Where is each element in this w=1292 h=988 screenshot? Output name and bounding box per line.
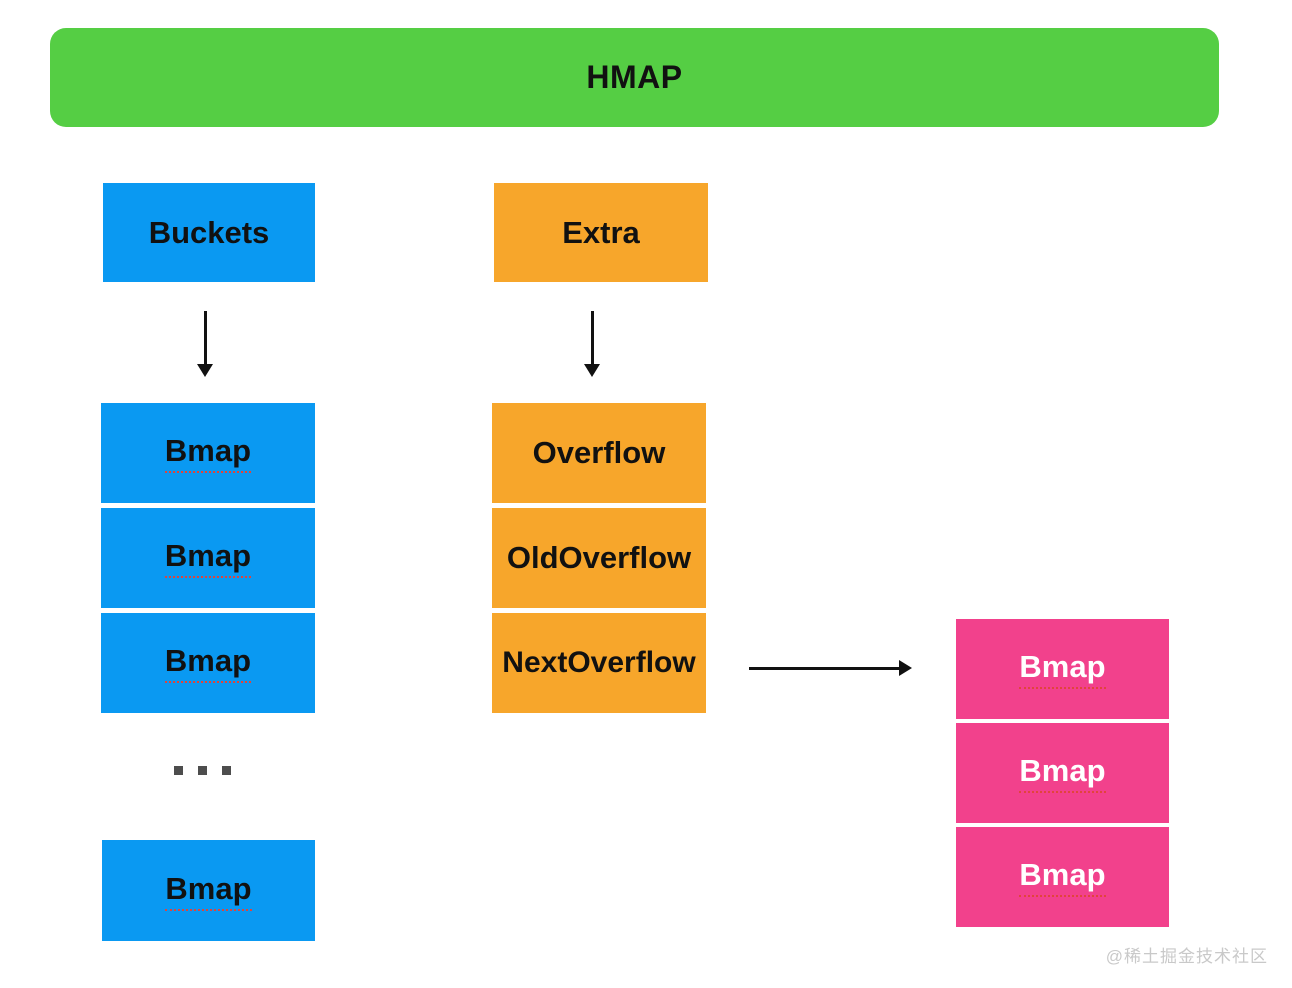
buckets-bmap-tail-cell: Bmap — [102, 840, 315, 941]
overflow-bmap-cell: Bmap — [956, 827, 1169, 927]
next-overflow-arrow-head-icon — [899, 660, 912, 676]
hmap-header-box: HMAP — [50, 28, 1219, 127]
next-overflow-cell: NextOverflow — [492, 613, 706, 713]
buckets-label: Buckets — [148, 214, 270, 250]
buckets-arrow-line — [204, 311, 207, 366]
buckets-bmap-cell: Bmap — [101, 508, 315, 608]
ellipsis-dot — [174, 766, 183, 775]
bmap-label: Bmap — [165, 871, 252, 911]
ellipsis-dot — [222, 766, 231, 775]
bmap-label: Bmap — [164, 433, 252, 473]
extra-arrow-line — [591, 311, 594, 366]
extra-label: Extra — [562, 214, 640, 250]
bmap-label: Bmap — [1019, 753, 1106, 793]
extra-box: Extra — [494, 183, 708, 282]
buckets-bmap-cell: Bmap — [101, 403, 315, 503]
ellipsis-icon — [174, 766, 231, 775]
buckets-arrow-head-icon — [197, 364, 213, 377]
bmap-label: Bmap — [164, 538, 252, 578]
buckets-box: Buckets — [103, 183, 315, 282]
overflow-bmap-cell: Bmap — [956, 723, 1169, 823]
old-overflow-cell: OldOverflow — [492, 508, 706, 608]
watermark: @稀土掘金技术社区 — [1105, 947, 1268, 966]
bmap-label: Bmap — [1019, 649, 1106, 689]
hmap-title: HMAP — [586, 59, 683, 95]
extra-arrow-head-icon — [584, 364, 600, 377]
overflow-bmap-cell: Bmap — [956, 619, 1169, 719]
overflow-cell: Overflow — [492, 403, 706, 503]
bmap-label: Bmap — [164, 643, 252, 683]
buckets-bmap-cell: Bmap — [101, 613, 315, 713]
old-overflow-label: OldOverflow — [506, 540, 692, 575]
bmap-label: Bmap — [1019, 857, 1106, 897]
overflow-label: Overflow — [532, 435, 666, 470]
ellipsis-dot — [198, 766, 207, 775]
next-overflow-label: NextOverflow — [502, 646, 696, 679]
next-overflow-arrow-line — [749, 667, 901, 670]
